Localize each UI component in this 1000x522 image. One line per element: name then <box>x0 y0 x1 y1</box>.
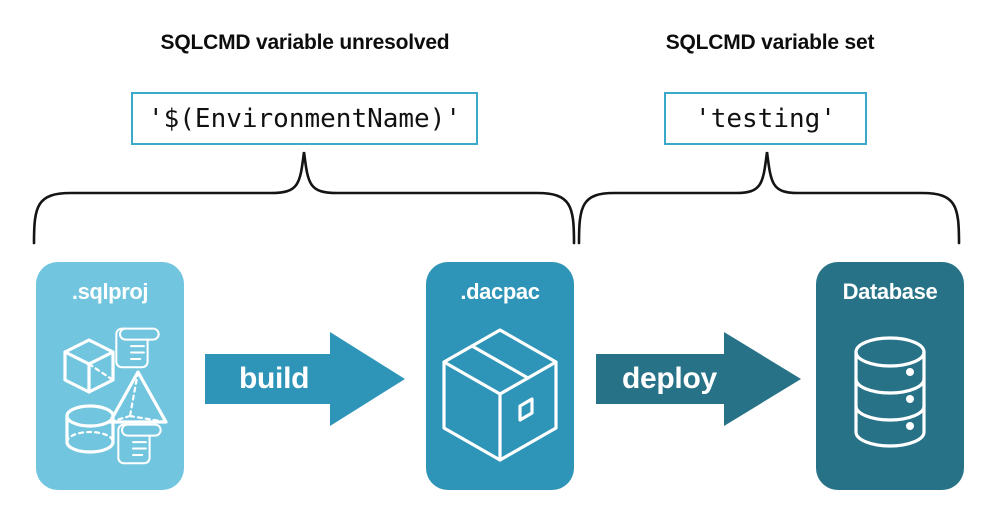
pyramid-icon <box>108 370 168 424</box>
section-heading-left: SQLCMD variable unresolved <box>160 31 450 54</box>
scroll-document-icon <box>117 423 162 465</box>
curly-brace-up-icon-left <box>32 151 576 245</box>
cylinder-icon <box>65 404 115 454</box>
code-value-box-set: 'testing' <box>664 92 867 145</box>
stage-card-sqlproj: .sqlproj <box>36 262 184 490</box>
arrow-deploy: deploy <box>596 330 801 428</box>
stage-card-title-dacpac: .dacpac <box>460 279 540 304</box>
database-cylinder-icon <box>854 336 926 448</box>
stage-card-database: Database <box>816 262 964 490</box>
scroll-document-icon <box>115 327 160 369</box>
sqlproj-artwork-group <box>63 327 168 465</box>
database-artwork-group <box>854 336 926 448</box>
dacpac-artwork-group <box>442 328 558 462</box>
stage-card-dacpac: .dacpac <box>426 262 574 490</box>
code-value-box-unresolved: '$(EnvironmentName)' <box>131 92 478 145</box>
section-heading-right: SQLCMD variable set <box>665 31 875 54</box>
package-box-icon <box>442 328 558 462</box>
stage-card-title-sqlproj: .sqlproj <box>71 279 149 304</box>
arrow-build: build <box>205 330 405 428</box>
arrow-right-shape-build <box>205 332 405 426</box>
cube-icon <box>63 338 115 394</box>
curly-brace-up-icon-right <box>577 151 961 245</box>
stage-card-title-database: Database <box>842 279 938 304</box>
arrow-right-shape-deploy <box>596 332 801 426</box>
